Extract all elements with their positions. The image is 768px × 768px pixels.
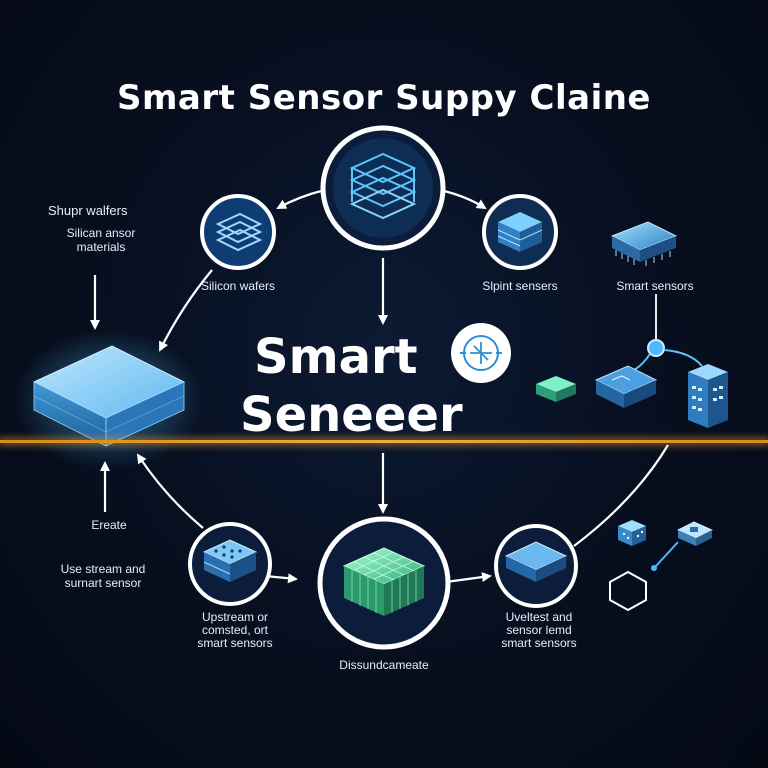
- connector-line-4: [655, 541, 679, 567]
- label-slpint-sensers: Slpint sensers: [482, 279, 558, 293]
- label-shupr-wafers: Shupr walfers: [48, 203, 128, 218]
- sensor-chip-icon: [497, 212, 543, 252]
- connector-dot: [651, 565, 657, 571]
- arrow-left-to-slab: [159, 269, 213, 352]
- label-silicon-materials-2: materials: [76, 240, 126, 254]
- pcb-board-icon: [202, 539, 258, 582]
- dissund-node: [317, 516, 451, 650]
- blue-panel-icon: [594, 365, 658, 408]
- connector-node: [647, 339, 665, 357]
- circuit-symbol-icon: [451, 323, 511, 383]
- label-uveltest-3: smart sensors: [501, 636, 577, 650]
- slab-block-icon: [32, 345, 186, 447]
- label-dissund: Dissundcameate: [339, 658, 429, 672]
- page-title: Smart Sensor Suppy Claine: [116, 78, 651, 118]
- label-upstream-1: Upstream or: [201, 610, 269, 624]
- label-uveltest-1: Uveltest and: [505, 610, 573, 624]
- label-upstream-2: comsted, ort: [201, 623, 269, 637]
- small-processor-icon: [677, 521, 713, 546]
- center-title-line1: Smart: [254, 329, 418, 385]
- small-green-chip-icon: [536, 376, 576, 402]
- label-silicon-materials-1: Silican ansor: [66, 226, 136, 240]
- slpint-sensers-node: [482, 194, 558, 270]
- silicon-wafers-node: [200, 194, 276, 270]
- arrow-right-arc: [573, 444, 669, 547]
- label-smart-sensors: Smart sensors: [616, 279, 694, 293]
- label-silicon-wafers: Silicon wafers: [200, 279, 276, 293]
- wafer-stack-icon: [215, 212, 263, 252]
- blue-slab-icon: [504, 541, 568, 582]
- top-center-node: [320, 125, 446, 251]
- arrow-left-from-bottom: [136, 453, 204, 529]
- arrow-top-to-right: [439, 188, 487, 210]
- uveltest-node: [494, 524, 578, 608]
- stacked-layers-icon: [349, 152, 417, 220]
- label-use-stream-2: surnart sensor: [64, 576, 142, 590]
- horizontal-divider: [0, 440, 768, 443]
- label-ereate: Ereate: [91, 518, 127, 532]
- center-title: Smart Seneeer: [232, 328, 522, 444]
- arrow-b2-to-b3: [445, 572, 492, 584]
- arrow-top-to-left: [276, 188, 326, 209]
- flow-arrows: [90, 188, 669, 584]
- upstream-node: [188, 522, 272, 606]
- hexagon-icon: [609, 570, 647, 612]
- center-title-line2: Seneeer: [240, 387, 463, 443]
- label-upstream-3: smart sensors: [197, 636, 273, 650]
- connector-line-2: [663, 349, 703, 367]
- green-grid-chip-icon: [342, 547, 426, 616]
- label-use-stream-1: Use stream and: [60, 562, 146, 576]
- processor-chip-icon: [610, 221, 678, 266]
- label-uveltest-2: sensor lemd: [506, 623, 572, 637]
- arrow-b1-to-b2: [264, 573, 298, 584]
- server-device-icon: [688, 364, 728, 428]
- small-cube-chip-icon: [618, 520, 646, 546]
